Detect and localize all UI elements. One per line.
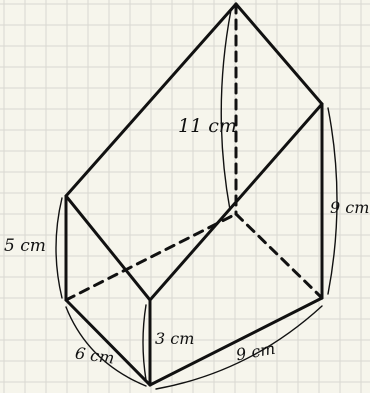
- edge-left-top-slant: [64, 2, 238, 198]
- label-height-back-peak: 11 cm: [178, 115, 237, 137]
- measure-arc-depth: [65, 306, 147, 387]
- edge-top-right-slant: [234, 2, 324, 106]
- measure-arc-right-height: [327, 107, 338, 295]
- hidden-edge-back-right: [234, 212, 324, 300]
- hidden-edge-back-left: [64, 212, 238, 302]
- measure-arc-width: [155, 305, 323, 390]
- label-height-right: 9 cm: [330, 198, 370, 217]
- edge-front-roof-left: [64, 194, 152, 302]
- measure-arc-front-short: [142, 304, 147, 381]
- label-height-front-bottom: 3 cm: [155, 329, 195, 348]
- edge-bottom-left: [64, 298, 152, 387]
- measure-arc-left-height: [55, 197, 63, 299]
- measure-arc-back-height: [220, 9, 232, 211]
- label-height-left-front: 5 cm: [4, 236, 46, 256]
- edge-bottom-right: [148, 296, 324, 387]
